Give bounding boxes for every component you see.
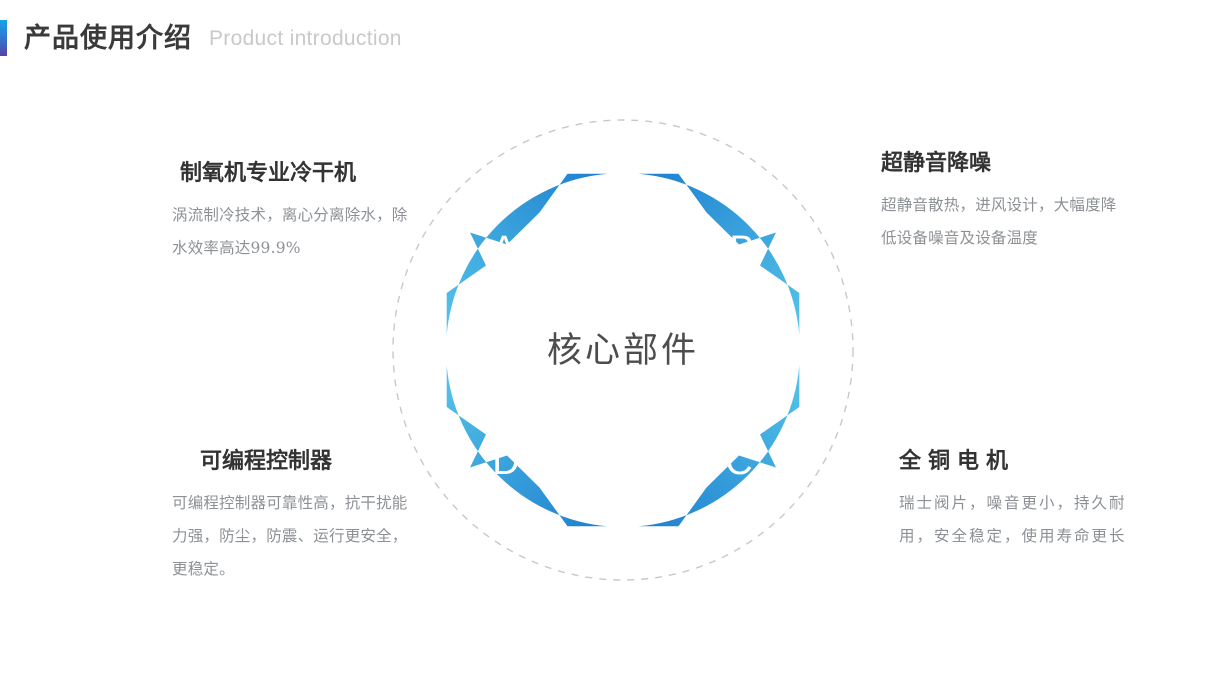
feature-body-d: 可编程控制器可靠性高，抗干扰能力强，防尘，防震、运行更安全，更稳定。 [172,494,408,579]
gap-bottom [617,460,629,540]
gap-right [733,344,813,356]
gap-top [617,160,629,240]
ring-segment-b[interactable] [638,173,800,335]
feature-body-a: 涡流制冷技术，离心分离除水，除水效率高达99.9% [172,206,408,258]
feature-title-a: 制氧机专业冷干机 [180,160,357,186]
page-subtitle: Product introduction [209,26,402,50]
core-components-ring-diagram: A B C D 核心部件 [373,100,873,600]
feature-title-c: 全铜电机 [899,448,1016,474]
feature-block-b: 超静音降噪 超静音散热，进风设计，大幅度降低设备噪音及设备温度 [881,150,1131,255]
feature-block-c: 全铜电机 瑞士阀片，噪音更小，持久耐用，安全稳定，使用寿命更长 [881,448,1131,553]
feature-block-d: 可编程控制器 可编程控制器可靠性高，抗干扰能力强，防尘，防震、运行更安全，更稳定… [172,448,422,586]
ring-center-label: 核心部件 [547,331,699,371]
feature-body-b: 超静音散热，进风设计，大幅度降低设备噪音及设备温度 [881,196,1117,248]
ring-segment-c[interactable] [638,365,800,527]
dashed-guide-circle [392,119,854,581]
feature-body-c: 瑞士阀片，噪音更小，持久耐用，安全稳定，使用寿命更长 [899,494,1127,546]
feature-title-b: 超静音降噪 [881,150,992,176]
ring-segment-a[interactable] [446,173,608,335]
segment-label-a: A [491,229,517,271]
page-title: 产品使用介绍 [24,22,192,53]
segment-label-b: B [729,229,754,271]
ring-segment-d[interactable] [446,365,608,527]
header-accent-bar [0,20,7,56]
gap-left [433,344,513,356]
feature-title-d: 可编程控制器 [200,448,333,474]
feature-block-a: 制氧机专业冷干机 涡流制冷技术，离心分离除水，除水效率高达99.9% [172,160,422,265]
segment-label-c: C [725,441,752,483]
segment-label-d: D [492,441,519,483]
page-header: 产品使用介绍 Product introduction [0,18,402,58]
ring-inner-disc [500,227,746,473]
